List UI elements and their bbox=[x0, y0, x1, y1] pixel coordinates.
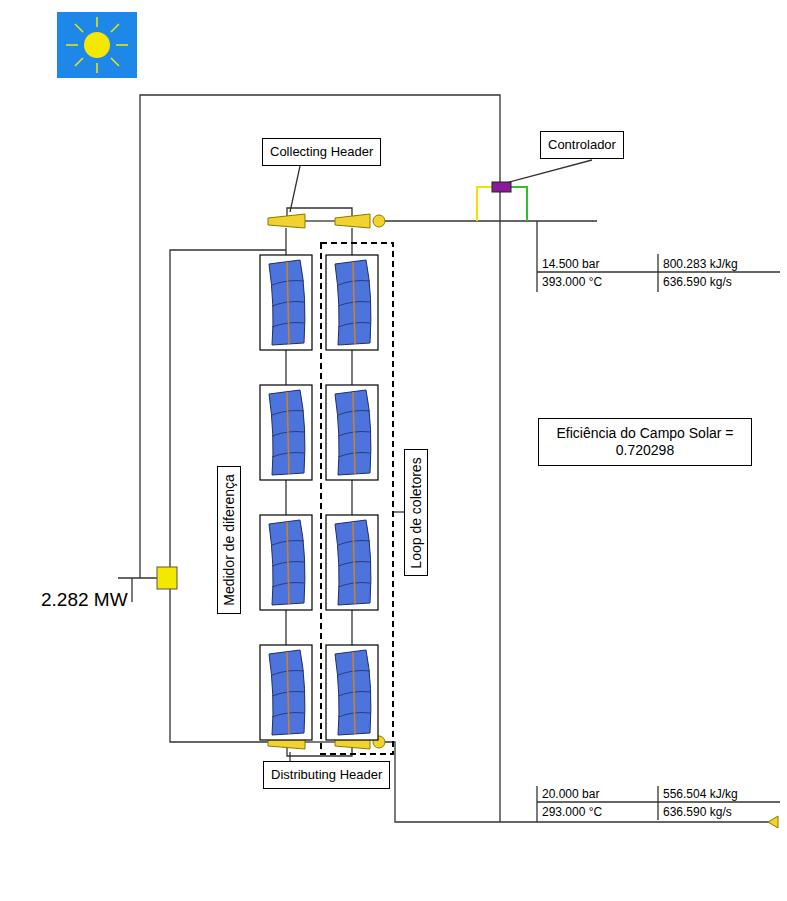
power-value: 2.282 MW bbox=[40, 590, 129, 611]
stream-value: 293.000 °C bbox=[541, 806, 603, 819]
label-box: Collecting Header bbox=[262, 138, 381, 166]
stream-value: 393.000 °C bbox=[541, 276, 603, 289]
pipes bbox=[118, 95, 780, 822]
node-text: Controlador bbox=[548, 137, 616, 153]
difference-meter bbox=[157, 567, 177, 589]
absorber-tube bbox=[287, 652, 289, 734]
stream-value: 636.590 kg/s bbox=[662, 276, 733, 289]
stream-value: 636.590 kg/s bbox=[662, 806, 733, 819]
collector-frame bbox=[326, 385, 378, 480]
absorber-tube bbox=[287, 392, 289, 474]
vertical-label-box: Medidor de diferença bbox=[217, 466, 241, 614]
sun-icon bbox=[57, 12, 137, 78]
parabolic-trough bbox=[269, 390, 305, 475]
collector-modules bbox=[260, 255, 378, 740]
controller-signal bbox=[477, 187, 493, 221]
result-box: Eficiência do Campo Solar = 0.720298 bbox=[538, 418, 752, 466]
node-text: Loop de coletores bbox=[408, 457, 425, 568]
collector-frame bbox=[326, 515, 378, 610]
node-text: Medidor de diferença bbox=[221, 474, 238, 606]
absorber-tube bbox=[353, 652, 355, 734]
parabolic-trough bbox=[335, 260, 371, 345]
controller-signal bbox=[510, 187, 527, 221]
node-text: Distributing Header bbox=[271, 767, 382, 783]
vertical-label-box: Loop de coletores bbox=[404, 449, 428, 576]
collector-frame bbox=[260, 385, 312, 480]
parabolic-trough bbox=[269, 650, 305, 735]
absorber-tube bbox=[353, 392, 355, 474]
sun-rays bbox=[66, 17, 128, 73]
absorber-tube bbox=[353, 262, 355, 344]
node-text: Collecting Header bbox=[270, 144, 373, 160]
node-text: Eficiência do Campo Solar = 0.720298 bbox=[547, 425, 743, 459]
label-box: Controlador bbox=[540, 131, 624, 159]
absorber-tube bbox=[287, 522, 289, 604]
collector-loop-outline bbox=[321, 243, 393, 754]
stream-value: 800.283 kJ/kg bbox=[662, 258, 739, 271]
stream-value: 14.500 bar bbox=[541, 258, 600, 271]
parabolic-trough bbox=[269, 520, 305, 605]
parabolic-trough bbox=[269, 260, 305, 345]
sun-disc bbox=[84, 32, 110, 58]
label-box: Distributing Header bbox=[263, 761, 390, 789]
absorber-tube bbox=[287, 262, 289, 344]
collector-frame bbox=[326, 645, 378, 740]
absorber-tube bbox=[353, 522, 355, 604]
parabolic-trough bbox=[335, 390, 371, 475]
collector-frame bbox=[260, 645, 312, 740]
stream-value: 20.000 bar bbox=[541, 788, 600, 801]
collector-frame bbox=[260, 515, 312, 610]
collector-frame bbox=[260, 255, 312, 350]
header-symbols bbox=[268, 214, 778, 828]
parabolic-trough bbox=[335, 520, 371, 605]
controller-icon bbox=[492, 182, 511, 192]
collector-frame bbox=[326, 255, 378, 350]
parabolic-trough bbox=[335, 650, 371, 735]
stream-value: 556.504 kJ/kg bbox=[662, 788, 739, 801]
